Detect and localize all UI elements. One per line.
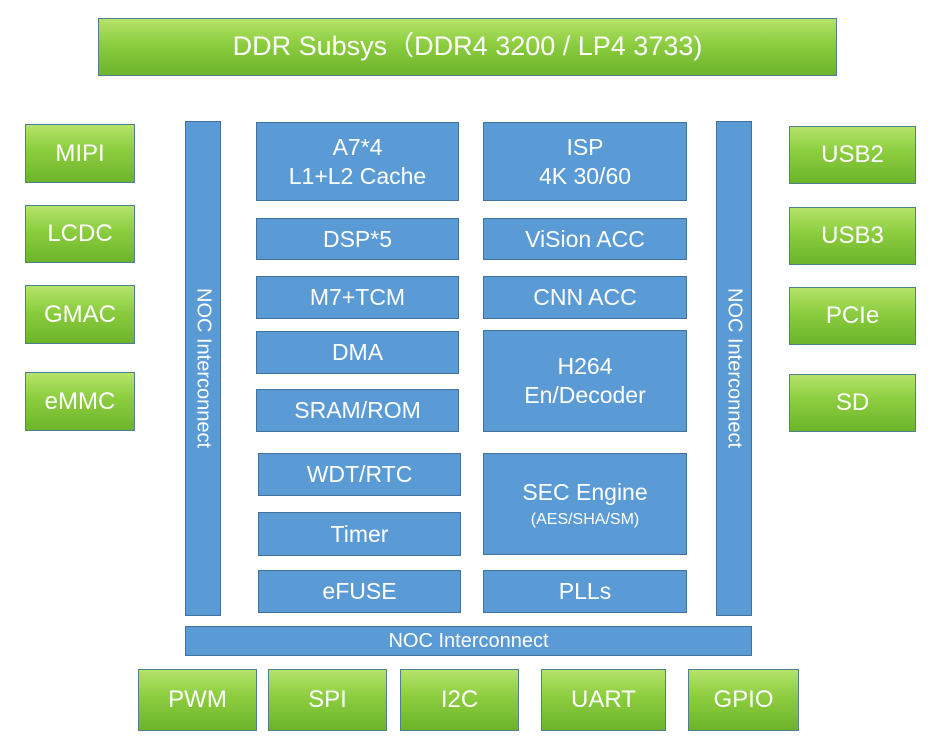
gmac-block: GMAC [25,285,135,344]
usb2-block: USB2 [789,126,916,184]
emmc-label: eMMC [44,387,116,415]
a7-line1: A7*4 [332,133,383,160]
i2c-block: I2C [400,669,519,731]
pcie-block: PCIe [789,287,916,345]
dma-label: DMA [331,339,384,366]
wdt-rtc-block: WDT/RTC [258,453,461,496]
m7-tcm-block: M7+TCM [256,276,459,319]
usb2-label: USB2 [821,141,884,168]
noc-interconnect-right: NOC Interconnect [716,121,752,616]
mipi-label: MIPI [55,139,105,167]
h264-codec-block: H264 En/Decoder [483,330,687,432]
pcie-label: PCIe [825,302,880,329]
spi-label: SPI [308,686,347,713]
dsp-label: DSP*5 [322,225,393,252]
efuse-label: eFUSE [322,578,397,605]
uart-block: UART [541,669,666,731]
a7-line2: L1+L2 Cache [288,162,427,189]
isp-line1: ISP [566,133,604,160]
isp-block: ISP 4K 30/60 [483,122,687,201]
ddr-subsys-block: DDR Subsys（DDR4 3200 / LP4 3733) [98,18,837,76]
sram-rom-block: SRAM/ROM [256,389,459,432]
noc-interconnect-left: NOC Interconnect [185,121,221,616]
gpio-block: GPIO [688,669,799,731]
h264-line2: En/Decoder [524,382,646,408]
efuse-block: eFUSE [258,570,461,613]
sec-line1: SEC Engine [522,478,648,505]
vision-acc-block: ViSion ACC [483,218,687,260]
plls-label: PLLs [558,578,612,605]
gpio-label: GPIO [713,686,774,713]
cnn-acc-block: CNN ACC [483,276,687,319]
noc-bottom-label: NOC Interconnect [388,629,549,652]
noc-right-label: NOC Interconnect [723,288,746,449]
ddr-subsys-label: DDR Subsys（DDR4 3200 / LP4 3733) [232,31,703,62]
dma-block: DMA [256,331,459,374]
spi-block: SPI [268,669,387,731]
cnn-label: CNN ACC [533,284,637,311]
sec-line2: (AES/SHA/SM) [530,511,640,529]
mipi-block: MIPI [25,124,135,183]
usb3-label: USB3 [821,222,884,249]
a7-cache-block: A7*4 L1+L2 Cache [256,122,459,201]
lcdc-label: LCDC [47,220,113,247]
noc-left-label: NOC Interconnect [192,288,215,449]
timer-label: Timer [330,520,389,547]
pwm-label: PWM [168,686,227,713]
uart-label: UART [571,686,636,713]
i2c-label: I2C [440,686,479,713]
vision-label: ViSion ACC [525,225,645,252]
isp-line2: 4K 30/60 [538,162,632,189]
wdt-label: WDT/RTC [306,461,413,488]
sram-label: SRAM/ROM [294,397,421,424]
sd-block: SD [789,374,916,432]
dsp-block: DSP*5 [256,218,459,260]
lcdc-block: LCDC [25,205,135,263]
h264-line1: H264 [557,353,613,380]
sec-engine-block: SEC Engine (AES/SHA/SM) [483,453,687,555]
m7-label: M7+TCM [309,284,406,311]
emmc-block: eMMC [25,372,135,431]
usb3-block: USB3 [789,207,916,265]
timer-block: Timer [258,512,461,556]
plls-block: PLLs [483,570,687,613]
gmac-label: GMAC [44,300,116,328]
sd-label: SD [835,389,870,416]
noc-interconnect-bottom: NOC Interconnect [185,626,752,656]
pwm-block: PWM [138,669,257,731]
